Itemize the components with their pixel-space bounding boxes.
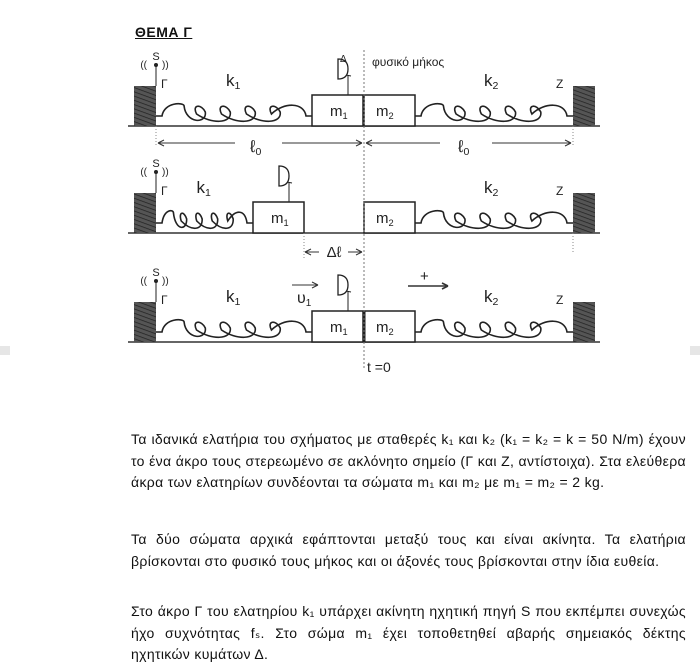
panel2-k2-label: k2 xyxy=(484,178,499,199)
panel2-left-wall xyxy=(134,193,156,233)
panel1-point-gamma: Γ xyxy=(161,77,168,91)
panel2-sound-wave-left-icon: (( xyxy=(140,167,147,178)
panel2-receiver-icon-dish xyxy=(278,165,290,187)
delta-l-arrow-left-head xyxy=(304,248,312,256)
panel1-receiver-icon-dish xyxy=(337,58,349,80)
panel2-point-gamma: Γ xyxy=(161,184,168,198)
panel2-sound-wave-right-icon: )) xyxy=(162,167,169,178)
positive-direction-label: + xyxy=(420,268,429,285)
l0-left-arrow-right-head xyxy=(355,139,363,147)
panel1-source-label: S xyxy=(152,51,159,63)
l0-right-arrow-right-head xyxy=(564,139,572,147)
panel2-k1-label: k1 xyxy=(197,178,212,199)
panel1-mass-m2 xyxy=(363,94,416,127)
panel2-point-zeta: Ζ xyxy=(556,184,563,198)
l0-right-label: ℓ0 xyxy=(457,137,470,158)
panel1-k2-label: k2 xyxy=(484,71,499,92)
panel3-right-wall xyxy=(573,302,595,342)
panel1-point-zeta: Ζ xyxy=(556,77,563,91)
panel3-sound-wave-left-icon: (( xyxy=(140,276,147,287)
panel1-sound-wave-right-icon: )) xyxy=(162,60,169,71)
time-zero-label: t =0 xyxy=(367,359,391,375)
panel3-sound-wave-right-icon: )) xyxy=(162,276,169,287)
panel2-receiver-icon-tip xyxy=(286,181,293,184)
velocity-vector-arrow-head xyxy=(311,281,319,289)
l0-left-label: ℓ0 xyxy=(249,137,262,158)
delta-l-label: Δℓ xyxy=(327,244,342,261)
panel3-point-gamma: Γ xyxy=(161,293,168,307)
panel2-mass-m2 xyxy=(363,201,416,234)
panel2-source-label: S xyxy=(152,158,159,170)
positive-direction-arrow-head xyxy=(441,282,449,290)
panel1-receiver-label: Δ xyxy=(340,54,347,65)
panel3-point-zeta: Ζ xyxy=(556,293,563,307)
paragraph-2: Τα δύο σώματα αρχικά εφάπτονται μεταξύ τ… xyxy=(131,531,686,569)
paragraph-3: Στο άκρο Γ του ελατηρίου k₁ υπάρχει ακίν… xyxy=(131,603,686,663)
panel3-source-label: S xyxy=(152,267,159,279)
panel3-source-icon xyxy=(154,279,158,283)
panel1-source-icon xyxy=(154,63,158,67)
natural-length-label: φυσικό μήκος xyxy=(372,55,444,69)
panel3-left-wall xyxy=(134,302,156,342)
l0-left-arrow-left-head xyxy=(157,139,165,147)
panel1-right-wall xyxy=(573,86,595,126)
l0-right-arrow-left-head xyxy=(365,139,373,147)
problem-title: ΘΕΜΑ Γ xyxy=(135,24,193,40)
panel3-mass-m2 xyxy=(363,310,416,343)
panel1-sound-wave-left-icon: (( xyxy=(140,60,147,71)
panel2-spring-k1 xyxy=(156,209,253,230)
panel1-mass-m1 xyxy=(311,94,364,127)
panel2-mass-m1 xyxy=(252,201,305,234)
page-edge-left xyxy=(0,346,10,355)
panel2-spring-k2 xyxy=(415,209,573,230)
panel1-k1-label: k1 xyxy=(226,71,241,92)
page-edge-right xyxy=(690,346,700,355)
velocity-label: υ1 xyxy=(297,290,312,309)
panel3-k2-label: k2 xyxy=(484,287,499,308)
paragraph-1: Τα ιδανικά ελατήρια του σχήματος με σταθ… xyxy=(131,431,686,491)
panel3-spring-k2 xyxy=(415,318,573,339)
panel1-spring-k1 xyxy=(156,102,312,123)
panel1-left-wall xyxy=(134,86,156,126)
delta-l-arrow-right-head xyxy=(355,248,363,256)
panel2-right-wall xyxy=(573,193,595,233)
panel1-spring-k2 xyxy=(415,102,573,123)
panel3-receiver-icon-tip xyxy=(345,290,352,293)
panel3-k1-label: k1 xyxy=(226,287,241,308)
panel2-source-icon xyxy=(154,170,158,174)
panel3-receiver-icon-dish xyxy=(337,274,349,296)
panel3-spring-k1 xyxy=(156,318,312,339)
panel1-receiver-icon-tip xyxy=(345,74,352,77)
